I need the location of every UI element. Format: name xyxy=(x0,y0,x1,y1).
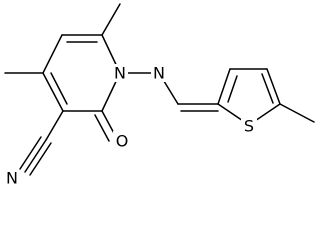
nitrile-nitrogen-label: N xyxy=(6,169,18,186)
atom-imine-nitrogen: N xyxy=(151,64,167,83)
carbonyl-bond-2 xyxy=(94,114,110,142)
nitrile-bond-c3-c xyxy=(45,110,64,141)
bond-c5-c4 xyxy=(42,34,63,74)
bond-c4-c3-inner xyxy=(50,72,68,105)
bond-c5t-c4t-inner xyxy=(261,73,274,104)
bond-c3t-c2t xyxy=(217,68,231,105)
bond-c5t-c4t xyxy=(266,68,281,105)
carbonyl-oxygen-label: O xyxy=(116,132,129,151)
bond-c3t-c2t-inner xyxy=(227,75,238,103)
imine-nitrogen-label: N xyxy=(153,64,165,83)
atom-nitrile-nitrogen: N xyxy=(4,169,20,186)
methyl-bond-thiophene xyxy=(279,103,315,123)
methyl-bond-c6 xyxy=(101,3,121,36)
thiophene-ring xyxy=(217,68,281,126)
atom-thiophene-sulfur: S xyxy=(241,117,257,136)
atom-ring-nitrogen: N xyxy=(112,64,128,83)
atom-carbonyl-oxygen: O xyxy=(113,131,131,151)
thiophene-sulfur-label: S xyxy=(244,117,254,136)
chemical-structure: N N O N S xyxy=(4,3,315,186)
nitrile-triple-bond-2 xyxy=(19,136,42,170)
nitrile-triple-bond-3 xyxy=(29,142,52,176)
bond-c4-c3 xyxy=(42,72,64,112)
ring-nitrogen-label: N xyxy=(114,64,126,83)
pyridinone-ring xyxy=(42,34,121,112)
nitrile-triple-bond-1 xyxy=(24,139,47,173)
